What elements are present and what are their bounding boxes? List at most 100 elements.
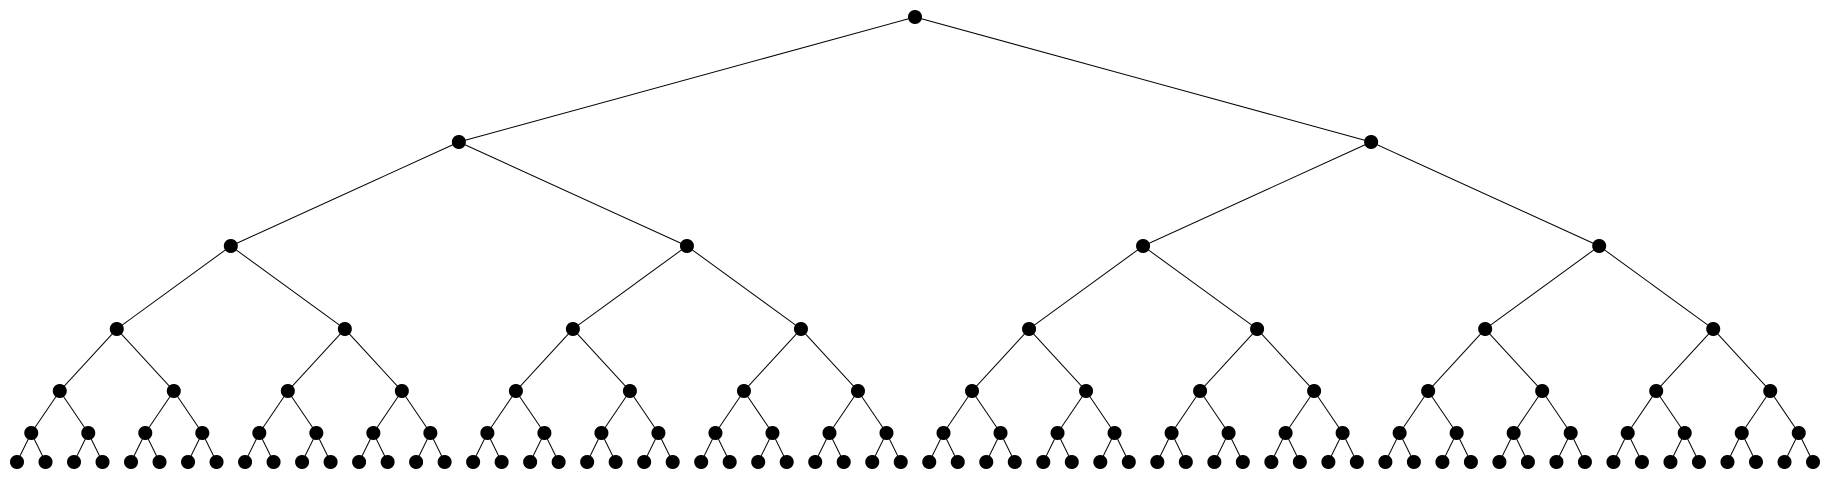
- tree-edge: [1199, 390, 1230, 434]
- tree-node: [793, 322, 808, 336]
- tree-leaf-node: [181, 455, 196, 469]
- tree-node: [1763, 384, 1778, 398]
- tree-edge: [600, 390, 631, 434]
- tree-edge: [629, 390, 659, 434]
- tree-edge: [971, 390, 1001, 434]
- tree-leaf-node: [67, 455, 82, 469]
- tree-edge: [230, 141, 460, 247]
- tree-edge: [1370, 141, 1600, 247]
- tree-node: [850, 384, 865, 398]
- tree-leaf-node: [608, 455, 623, 469]
- tree-leaf-node: [1549, 455, 1564, 469]
- tree-leaf-node: [152, 455, 167, 469]
- tree-leaf-node: [580, 455, 595, 469]
- tree-leaf-node: [1435, 455, 1450, 469]
- tree-leaf-node: [751, 455, 766, 469]
- tree-edge: [515, 328, 574, 392]
- tree-node: [1449, 426, 1464, 440]
- tree-edge: [515, 390, 545, 434]
- tree-leaf-node: [466, 455, 481, 469]
- tree-leaf-node: [1292, 455, 1307, 469]
- tree-edge: [1769, 390, 1800, 434]
- tree-leaf-node: [893, 455, 908, 469]
- tree-edge: [1484, 328, 1543, 392]
- tree-node: [109, 322, 124, 336]
- tree-edge: [914, 16, 1372, 143]
- tree-leaf-node: [266, 455, 281, 469]
- tree-node: [52, 384, 67, 398]
- tree-leaf-node: [1150, 455, 1165, 469]
- tree-node: [394, 384, 409, 398]
- tree-leaf-node: [979, 455, 994, 469]
- tree-node: [936, 426, 951, 440]
- tree-node: [423, 426, 438, 440]
- tree-leaf-node: [124, 455, 139, 469]
- tree-node: [822, 426, 837, 440]
- tree-node: [1022, 322, 1037, 336]
- tree-leaf-node: [1577, 455, 1592, 469]
- tree-node: [1421, 384, 1436, 398]
- tree-edge: [372, 390, 403, 434]
- tree-edge: [971, 328, 1030, 392]
- tree-edge: [1484, 245, 1600, 330]
- tree-leaf-node: [1093, 455, 1108, 469]
- tree-node: [993, 426, 1008, 440]
- tree-node: [537, 426, 552, 440]
- tree-leaf-node: [1606, 455, 1621, 469]
- tree-leaf-node: [38, 455, 53, 469]
- tree-node: [1136, 239, 1151, 253]
- tree-edge: [857, 390, 887, 434]
- tree-leaf-node: [1691, 455, 1706, 469]
- tree-leaf-node: [1207, 455, 1222, 469]
- tree-edge: [1741, 390, 1771, 434]
- tree-node: [651, 426, 666, 440]
- tree-leaf-node: [1520, 455, 1535, 469]
- tree-node: [1734, 426, 1749, 440]
- tree-edge: [1028, 245, 1144, 330]
- tree-edge: [1399, 390, 1429, 434]
- tree-leaf-node: [865, 455, 880, 469]
- tree-edge: [1712, 328, 1771, 392]
- tree-node: [622, 384, 637, 398]
- tree-leaf-node: [836, 455, 851, 469]
- tree-leaf-node: [95, 455, 110, 469]
- tree-leaf-node: [1777, 455, 1792, 469]
- tree-leaf-node: [1121, 455, 1136, 469]
- tree-leaf-node: [808, 455, 823, 469]
- tree-node: [1592, 239, 1607, 253]
- tree-edge: [1513, 390, 1543, 434]
- tree-node: [280, 384, 295, 398]
- tree-edge: [1541, 390, 1572, 434]
- tree-node: [24, 426, 39, 440]
- tree-leaf-node: [551, 455, 566, 469]
- tree-edge: [287, 390, 317, 434]
- tree-leaf-node: [779, 455, 794, 469]
- tree-edge: [458, 141, 688, 247]
- tree-edge: [116, 245, 232, 330]
- tree-edge: [30, 390, 61, 434]
- tree-leaf-node: [295, 455, 310, 469]
- tree-edge: [1057, 390, 1087, 434]
- tree-edge: [116, 328, 175, 392]
- tree-edge: [59, 328, 118, 392]
- tree-node: [1506, 426, 1521, 440]
- tree-edge: [344, 328, 403, 392]
- tree-node: [81, 426, 96, 440]
- tree-node: [1706, 322, 1721, 336]
- tree-leaf-node: [1264, 455, 1279, 469]
- tree-node: [1563, 426, 1578, 440]
- tree-node: [708, 426, 723, 440]
- tree-leaf-node: [523, 455, 538, 469]
- tree-node: [252, 426, 267, 440]
- tree-node: [1050, 426, 1065, 440]
- tree-edge: [144, 390, 175, 434]
- tree-edge: [1256, 328, 1315, 392]
- tree-leaf-node: [665, 455, 680, 469]
- tree-edge: [572, 328, 631, 392]
- tree-node: [1250, 322, 1265, 336]
- tree-node: [965, 384, 980, 398]
- tree-leaf-node: [1036, 455, 1051, 469]
- tree-node: [1307, 384, 1322, 398]
- tree-leaf-node: [1748, 455, 1763, 469]
- tree-node: [679, 239, 694, 253]
